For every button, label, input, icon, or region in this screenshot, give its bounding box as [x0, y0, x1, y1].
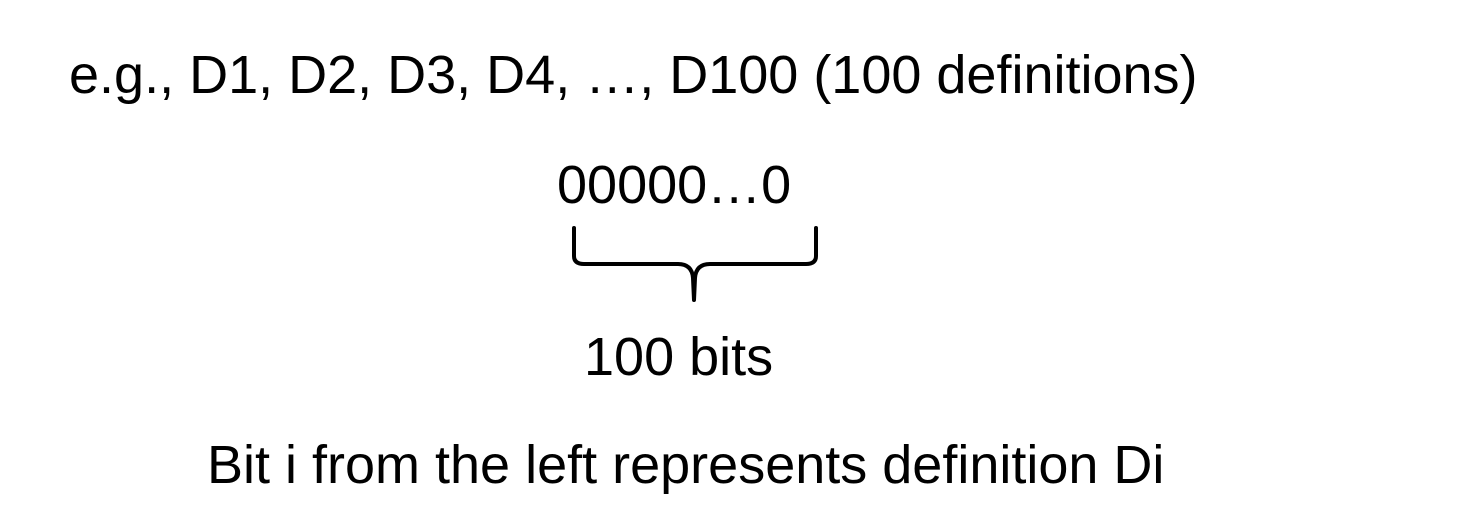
underbrace-path	[572, 226, 818, 302]
bit-count-label: 100 bits	[584, 327, 774, 387]
caption-text: Bit i from the left represents definitio…	[207, 435, 1165, 495]
underbrace-icon	[572, 226, 818, 302]
bit-string-text: 00000…0	[557, 155, 792, 215]
example-definitions-text: e.g., D1, D2, D3, D4, …, D100 (100 defin…	[69, 45, 1198, 105]
